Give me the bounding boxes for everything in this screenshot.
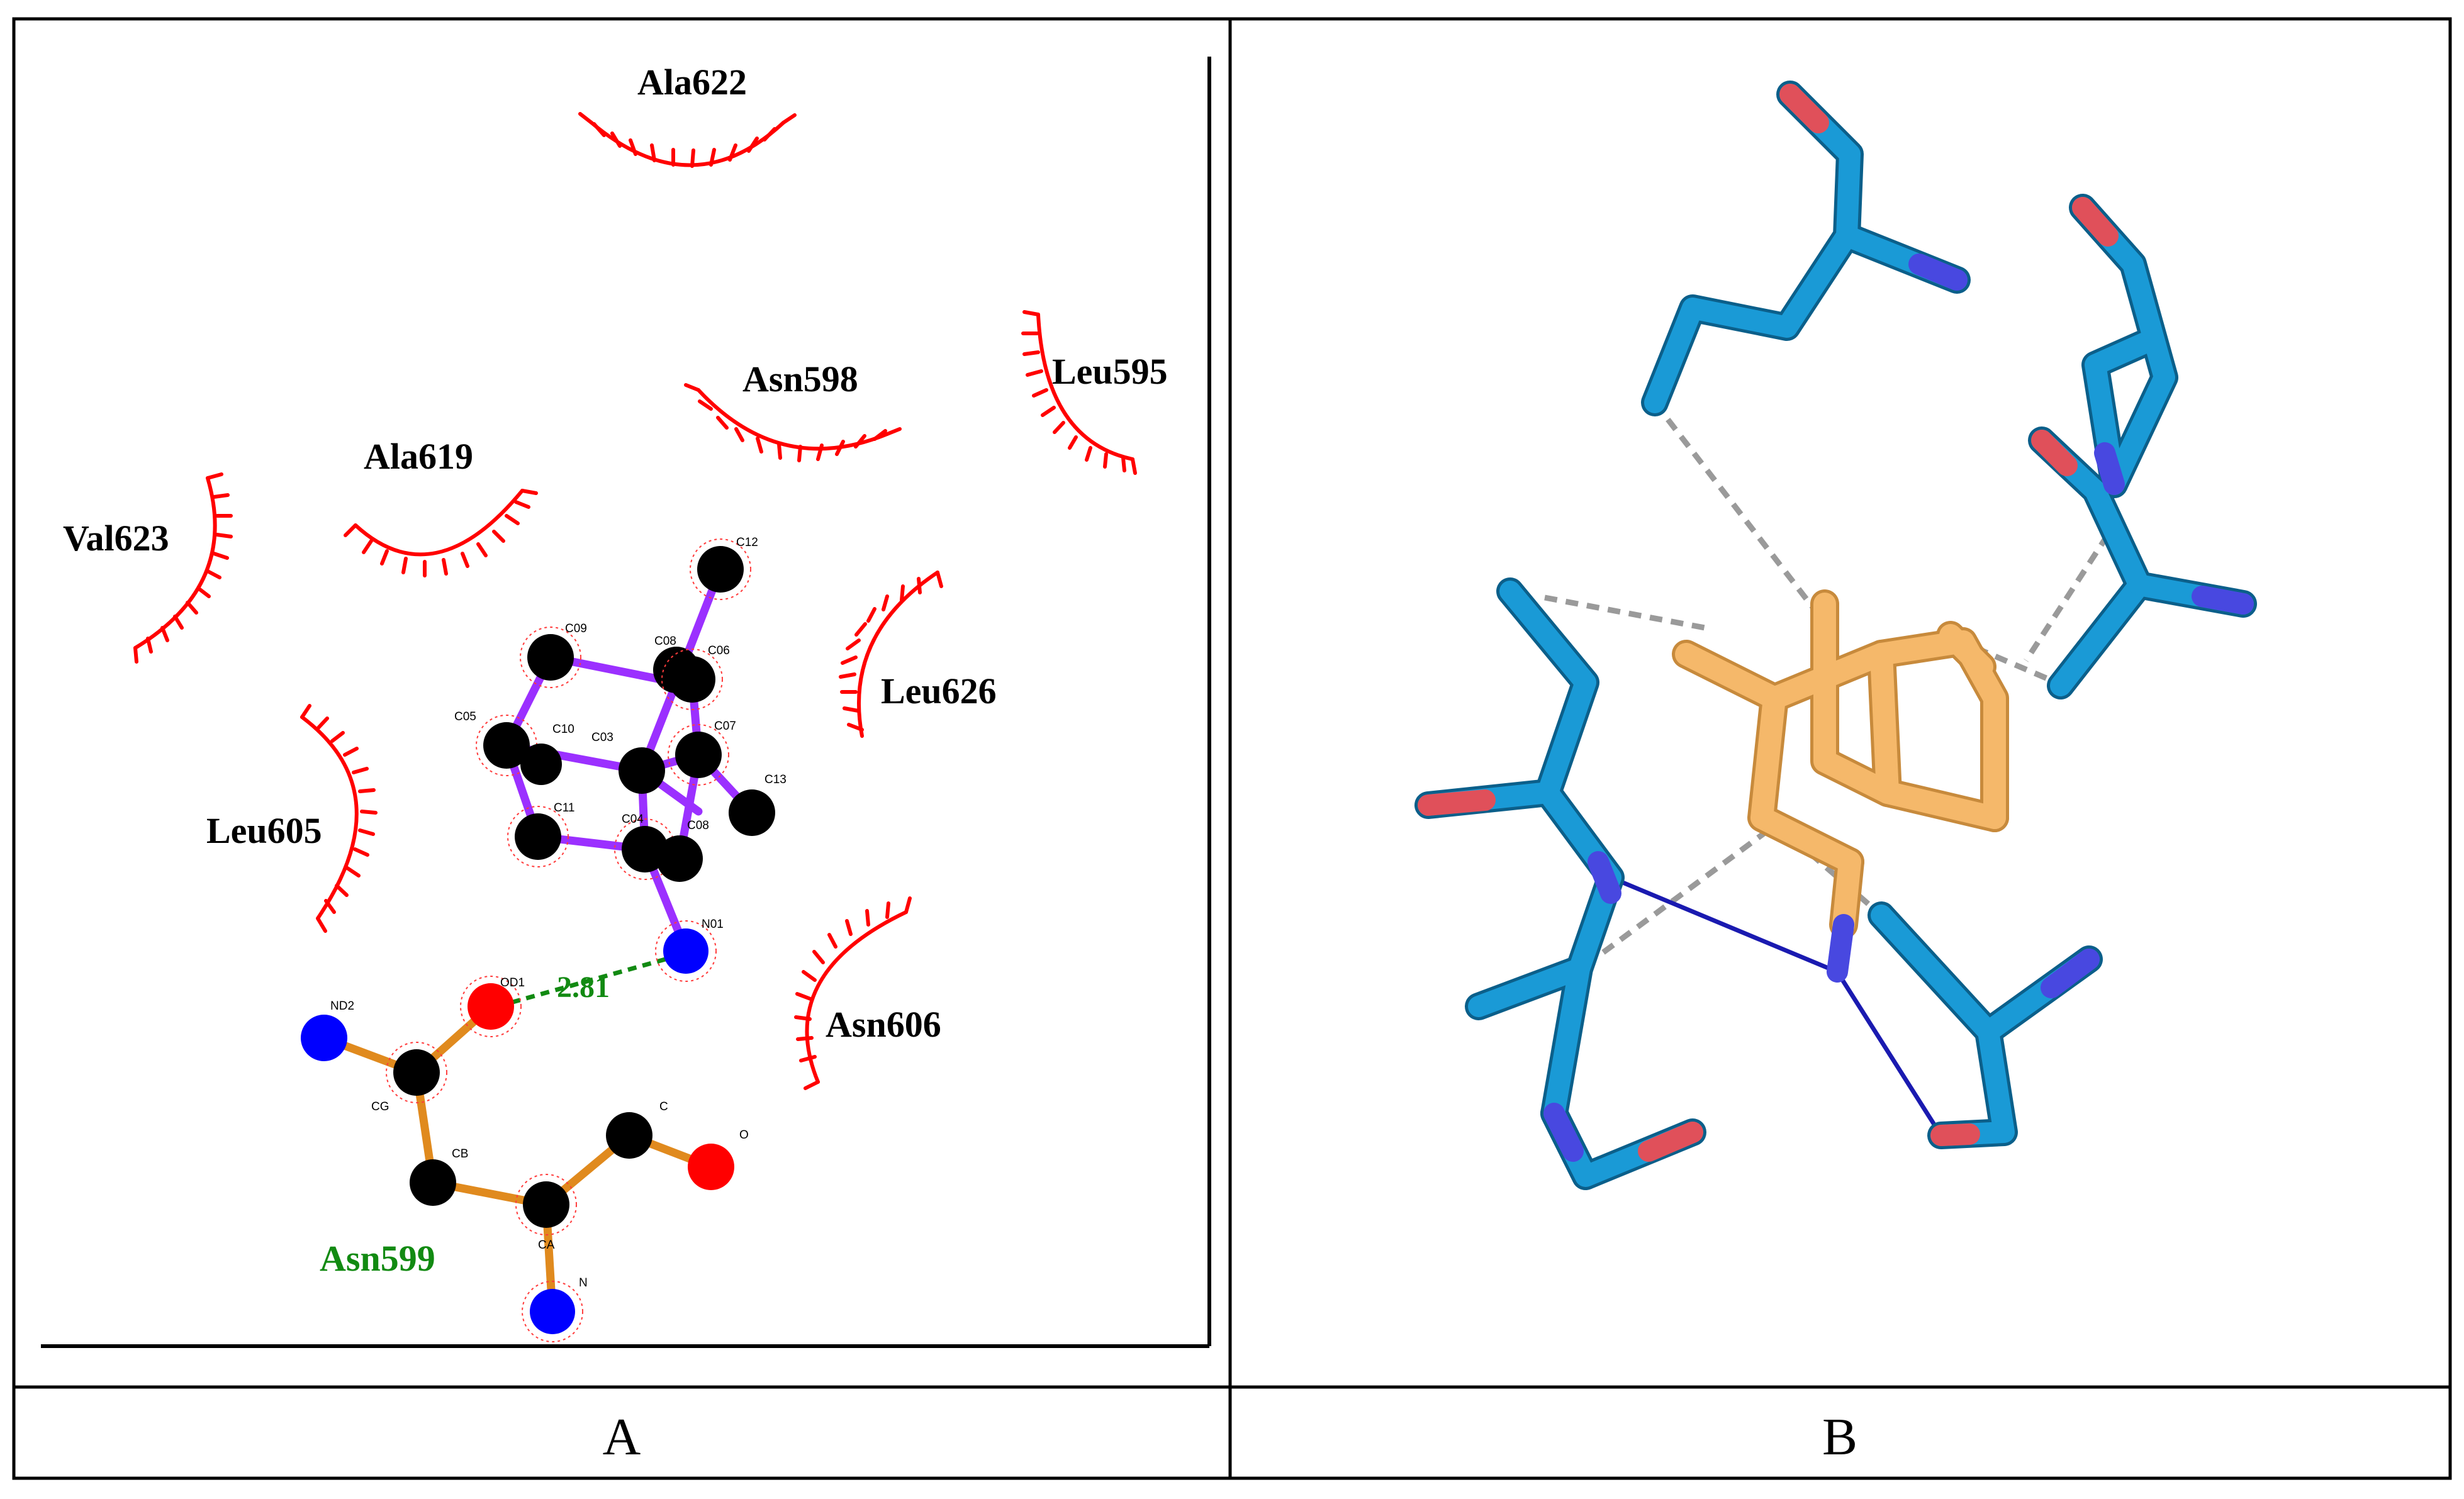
atom-label-od1: OD1 [500,976,525,989]
panel-a: Ala622 Asn598 Leu595 Ala619 Val623 Leu62… [41,57,1211,1466]
atom-c05 [483,722,530,769]
atom-c09 [527,634,574,681]
arc-leu605 [300,704,378,933]
atom-label-c11: C11 [554,801,574,815]
panel-b: B [1414,81,2257,1466]
atom-n [530,1289,575,1334]
atom-label-c03: C03 [591,731,613,744]
atom-od1 [468,983,514,1030]
atom-c06 [669,656,715,703]
atom-label-cb: CB [452,1147,468,1161]
atom-label-c13: C13 [764,773,787,786]
atom-label-c09: C09 [565,622,587,635]
atom-c08 [656,835,703,882]
atom-label-c10: C10 [552,723,574,736]
atom-label-c08-top: C08 [654,635,676,648]
panel-b-caption: B [1822,1408,1857,1466]
residue-label-asn598: Asn598 [742,359,858,399]
arc-ala622 [578,112,797,168]
atom-label-n01: N01 [702,918,724,931]
residue-atoms [301,976,734,1342]
residue-label-leu626: Leu626 [881,671,997,711]
residue-label-asn599: Asn599 [320,1238,435,1279]
stick-tips [1418,84,2254,1162]
atom-c12 [697,546,744,593]
hbond-distance: 2.81 [557,971,610,1004]
atom-label-c05: C05 [454,710,476,723]
residue-label-leu595: Leu595 [1052,351,1168,392]
ligand-atoms [476,538,775,982]
atom-label-c07: C07 [714,720,736,733]
atom-c [606,1112,652,1159]
atom-label-c08: C08 [687,819,709,832]
atom-label-c12: C12 [736,536,758,549]
table-frame [12,17,2452,1480]
atom-label-n: N [579,1276,588,1290]
atom-o [688,1144,734,1190]
arc-leu626 [839,571,943,738]
arc-ala619 [344,489,538,577]
residue-label-asn606: Asn606 [826,1004,941,1045]
atom-label-c06: C06 [708,644,730,657]
atom-c03 [619,747,665,794]
atom-c10 [520,744,562,785]
atom-c13 [729,789,775,836]
arc-asn606 [794,896,912,1090]
atom-c07 [675,732,722,778]
polar-contacts [1610,875,1943,1137]
atom-label-c: C [659,1100,668,1113]
residue-label-val623: Val623 [63,518,169,559]
atom-label-ca: CA [538,1239,555,1252]
atom-ca [523,1181,569,1228]
atom-nd2 [301,1015,347,1061]
atom-label-nd2: ND2 [330,1000,354,1013]
arc-leu595 [1021,310,1137,475]
arc-asn598 [684,383,902,462]
hbond-line [496,954,677,1009]
panel-a-caption: A [603,1408,641,1466]
atom-cg [393,1049,440,1096]
ligand-nitrogen [1827,914,1854,983]
atom-cb [410,1159,456,1206]
atom-label-cg: CG [371,1100,389,1113]
residue-label-ala622: Ala622 [637,62,747,103]
atom-label-c04: C04 [622,813,644,826]
atom-label-o: O [739,1128,749,1142]
atom-n01 [663,928,708,974]
ligand-sticks [1675,593,2006,936]
hydrophobic-arcs [133,112,1137,1090]
residue-label-ala619: Ala619 [364,436,473,477]
arc-val623 [133,472,233,664]
atom-c11 [515,813,561,860]
residue-label-leu605: Leu605 [206,810,322,851]
atom-labels: C12 C09 C08 C06 C05 C10 C03 C07 C13 C11 … [330,536,787,1290]
